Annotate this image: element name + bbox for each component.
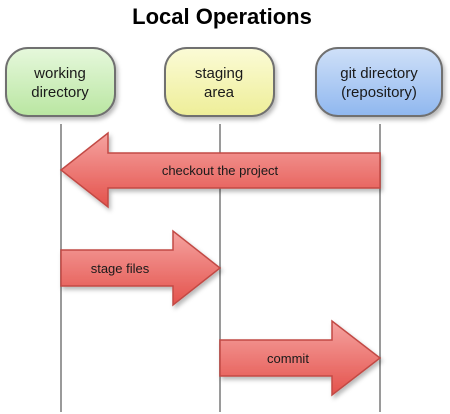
stage-files-arrow: stage files xyxy=(60,229,222,307)
diagram-title: Local Operations xyxy=(132,4,312,29)
git-directory-node: git directory (repository) xyxy=(315,47,443,117)
checkout-arrow-label: checkout the project xyxy=(162,163,279,178)
stage-files-arrow-label: stage files xyxy=(91,261,150,276)
git-directory-label-line1: git directory xyxy=(340,65,418,82)
staging-area-label-line2: area xyxy=(204,84,235,101)
commit-arrow-label: commit xyxy=(267,351,309,366)
staging-area-node: staging area xyxy=(164,47,275,117)
staging-area-label-line1: staging xyxy=(195,65,243,82)
checkout-arrow: checkout the project xyxy=(59,131,381,209)
working-directory-label-line2: directory xyxy=(31,84,89,101)
working-directory-node: working directory xyxy=(5,47,116,117)
commit-arrow: commit xyxy=(219,319,382,397)
working-directory-label-line1: working xyxy=(33,65,86,82)
git-directory-label-line2: (repository) xyxy=(341,84,417,101)
